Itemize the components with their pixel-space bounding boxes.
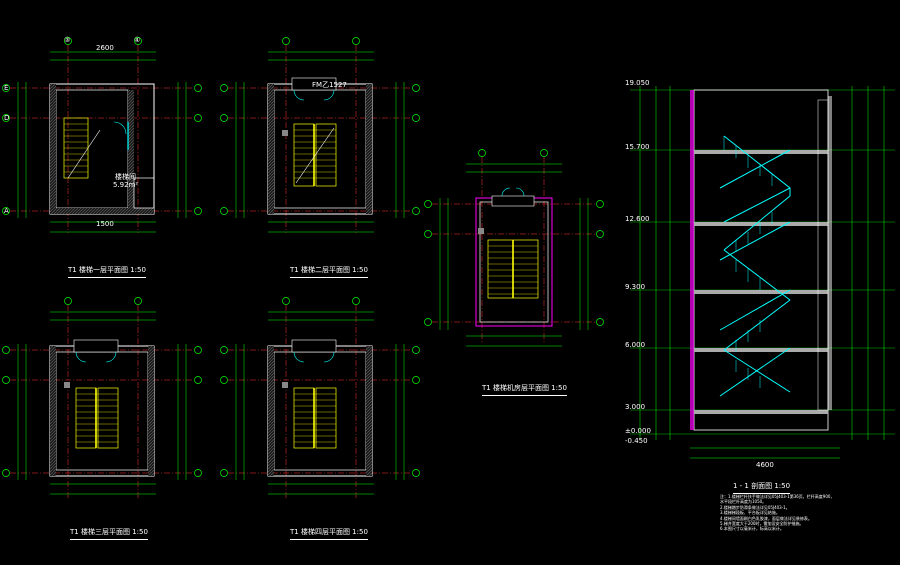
dim-bay-width: 2600 xyxy=(96,44,114,52)
title-plan-4f: T1 楼梯四层平面图 1:50 xyxy=(290,528,368,540)
plan-2f xyxy=(220,37,420,233)
stair-flight xyxy=(63,117,101,179)
design-notes: 注：1.楼梯栏杆扶手做法详见05J403-1第36页，栏杆高度900， 水平段栏… xyxy=(720,494,834,532)
stair-flight xyxy=(293,387,337,449)
grid-label-3: ③ xyxy=(64,36,71,44)
plan-roof xyxy=(424,149,604,347)
note-line: 2.楼梯踏步防滑条做法详见05J403-1。 xyxy=(720,504,790,510)
plan-4f xyxy=(220,297,420,498)
room-area: 5.92m² xyxy=(113,181,139,189)
elev-1: 3.000 xyxy=(625,403,646,411)
room-label: 楼梯间 xyxy=(115,173,136,181)
grid-bubble-3 xyxy=(64,37,72,233)
plan-1f xyxy=(2,37,202,233)
note-line: 注：1.楼梯栏杆扶手做法详见05J403-1第36页，栏杆高度900， xyxy=(720,494,835,499)
title-plan-1f: T1 楼梯一层平面图 1:50 xyxy=(68,266,146,278)
note-line: 水平段栏杆高度为1050。 xyxy=(720,499,767,505)
elev-2: 6.000 xyxy=(625,341,646,349)
door-label: FM乙1527 xyxy=(312,81,347,89)
grid-label-e: E xyxy=(4,84,9,92)
stair-flight xyxy=(487,239,539,299)
elev-roof: 15.700 xyxy=(625,143,650,151)
title-plan-2f: T1 楼梯二层平面图 1:50 xyxy=(290,266,368,278)
note-line: 5.梯井宽度大于200时，需加设安全防护措施。 xyxy=(720,521,804,527)
grid-label-4: ④ xyxy=(134,36,141,44)
stair-flight xyxy=(75,387,119,449)
note-line: 4.楼梯间墙面刷白色乳胶漆，面层做法详见装修表。 xyxy=(720,515,812,521)
title-plan-roof: T1 楼梯机房层平面图 1:50 xyxy=(482,384,567,396)
grid-label-a: A xyxy=(4,207,9,215)
title-plan-3f: T1 楼梯三层平面图 1:50 xyxy=(70,528,148,540)
elev-3: 9.300 xyxy=(625,283,646,291)
section-1-1 xyxy=(630,86,895,459)
section-stair-runs xyxy=(719,135,791,397)
note-line: 6.本图尺寸以毫米计，标高以米计。 xyxy=(720,526,784,532)
grid-label-d: D xyxy=(4,114,10,122)
elev-ground: -0.450 xyxy=(625,437,648,445)
title-section: 1 - 1 剖面图 1:50 xyxy=(733,482,791,494)
plan-bottom-dim: 1500 xyxy=(96,220,114,228)
grid-bubble-4 xyxy=(134,37,142,233)
stair-flight xyxy=(293,123,337,187)
plan-3f xyxy=(2,297,202,498)
elev-4: 12.600 xyxy=(625,215,650,223)
note-line: 3.楼梯梯段板、平台板详见结施。 xyxy=(720,510,780,516)
section-width: 4600 xyxy=(756,461,774,469)
elev-0: ±0.000 xyxy=(625,427,651,435)
elev-top: 19.050 xyxy=(625,79,650,87)
